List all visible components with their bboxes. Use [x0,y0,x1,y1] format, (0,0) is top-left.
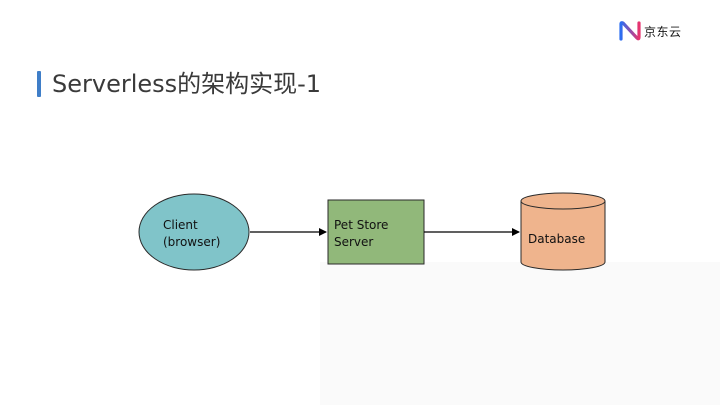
page-title: Serverless的架构实现-1 [52,70,322,98]
brand-logo: 京东云 [618,20,682,42]
title-accent-bar [37,71,41,97]
client-label-line1: Client [163,218,198,232]
jdcloud-logo-icon [619,21,641,41]
brand-name: 京东云 [644,24,682,39]
server-node: Pet Store Server [327,199,425,265]
client-node: Client (browser) [138,193,250,271]
database-node: Database [520,192,606,271]
server-label-line2: Server [334,235,373,249]
server-label-line1: Pet Store [334,218,388,232]
background-panel [320,262,720,405]
database-label: Database [528,232,585,246]
client-label-line2: (browser) [163,235,220,249]
